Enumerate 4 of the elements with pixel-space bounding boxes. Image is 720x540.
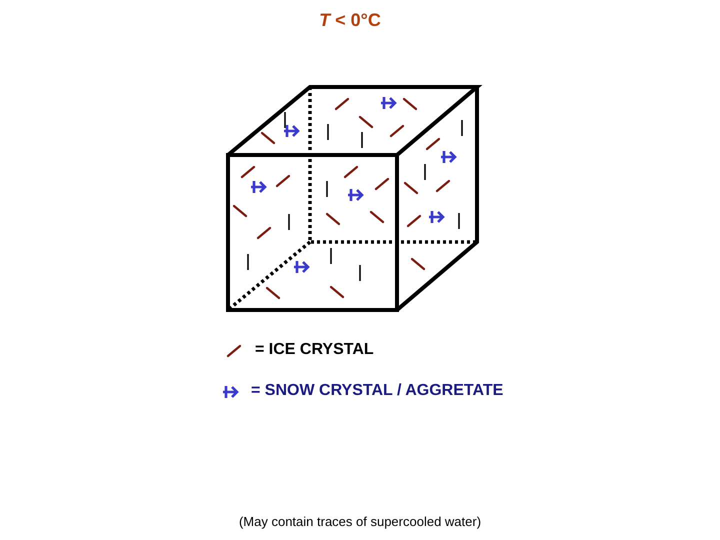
- legend-label: = ICE CRYSTAL: [255, 341, 374, 359]
- title: T < 0°C: [318, 10, 382, 31]
- legend-label: = SNOW CRYSTAL / AGGRETATE: [251, 382, 504, 400]
- caption: (May contain traces of supercooled water): [238, 514, 482, 529]
